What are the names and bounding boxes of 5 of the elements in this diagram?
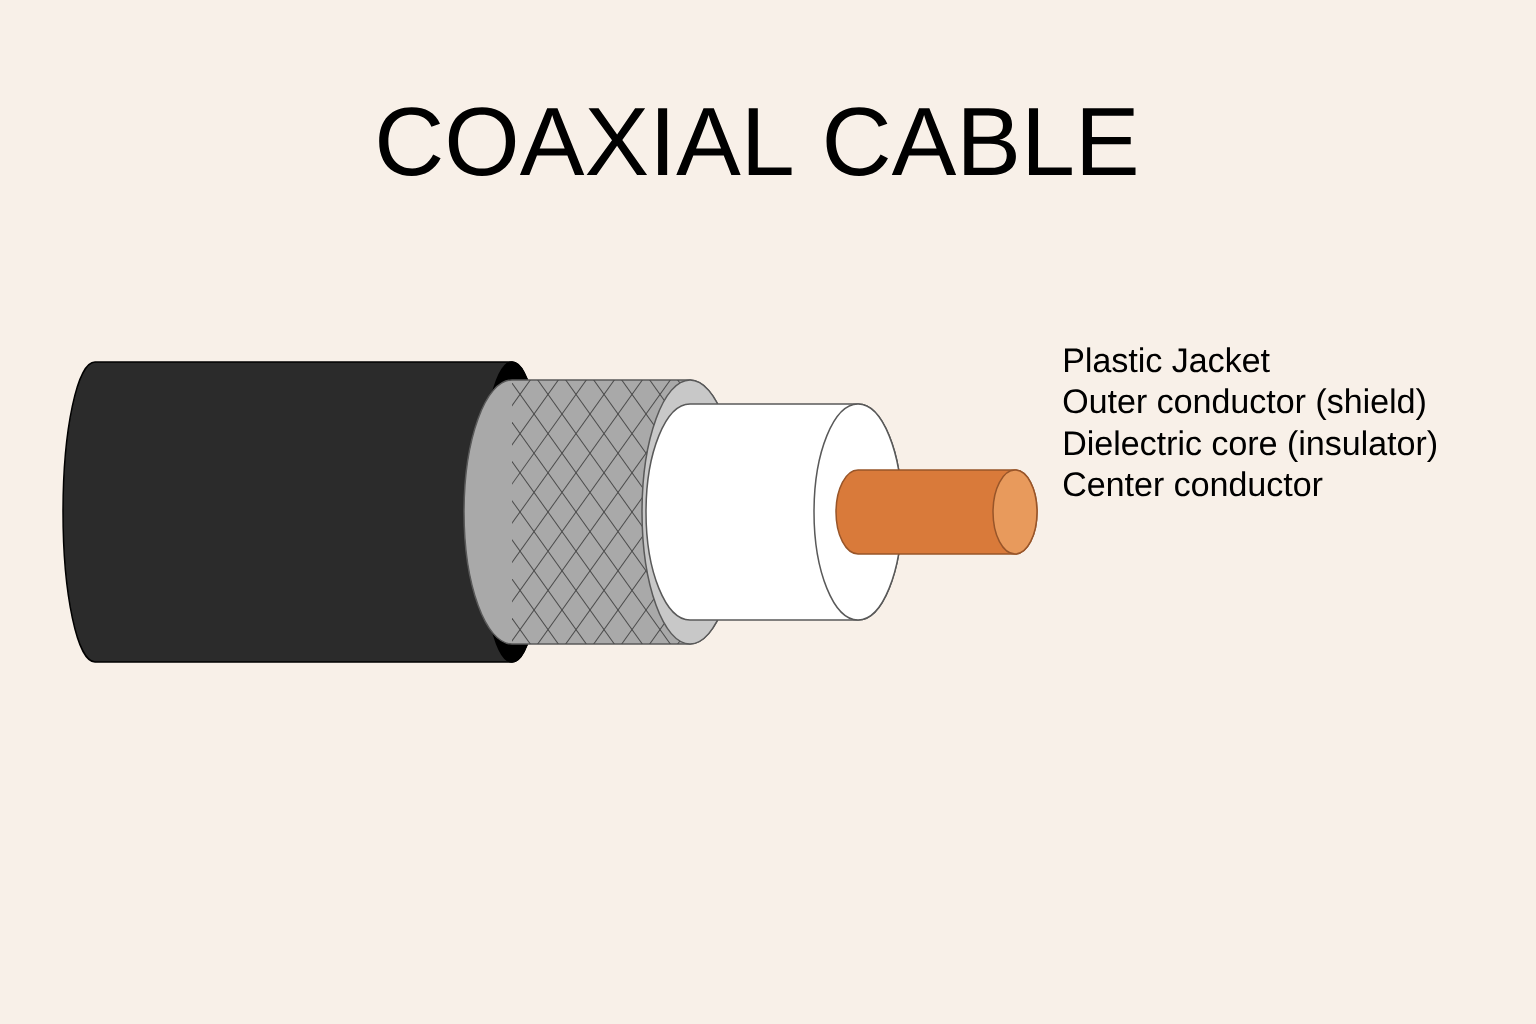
part-label: Outer conductor (shield) [1063, 388, 1425, 421]
part-label: Plastic Jacket [1065, 347, 1270, 373]
part-label: Center conductor [1063, 471, 1323, 497]
part-label: Dielectric core (insulator) [1065, 430, 1436, 463]
title: COAXIAL CABLE [379, 107, 1136, 176]
